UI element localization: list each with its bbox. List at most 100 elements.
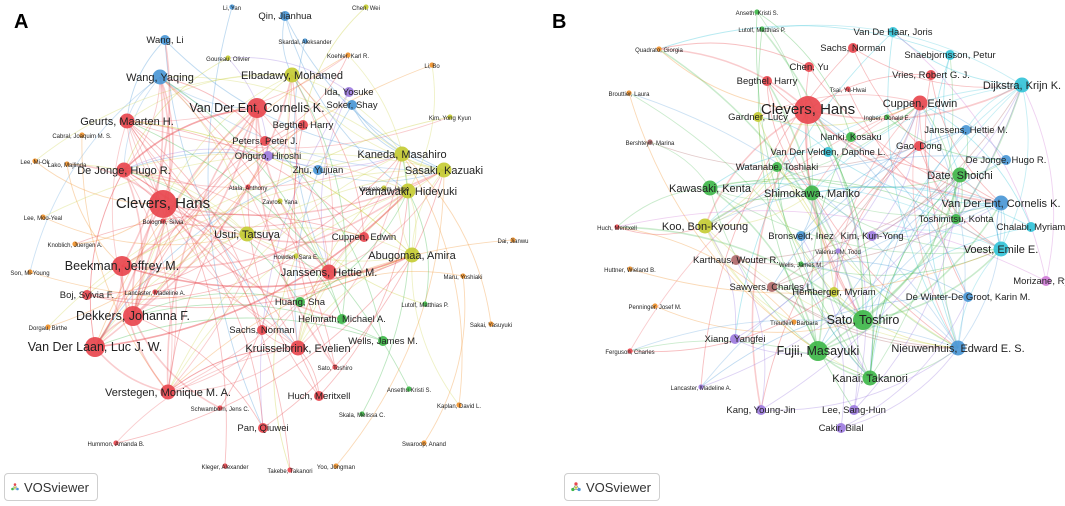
author-node[interactable] <box>961 125 971 135</box>
author-node[interactable] <box>257 325 267 335</box>
author-node[interactable] <box>753 112 763 122</box>
author-node[interactable] <box>290 340 306 356</box>
author-node[interactable] <box>112 256 132 276</box>
author-node[interactable] <box>149 190 177 218</box>
author-node[interactable] <box>731 255 741 265</box>
author-node[interactable] <box>853 310 873 330</box>
author-node[interactable] <box>456 402 462 408</box>
author-node[interactable] <box>884 114 890 120</box>
author-node[interactable] <box>337 314 347 324</box>
author-node[interactable] <box>862 370 878 386</box>
author-node[interactable] <box>963 292 973 302</box>
author-node[interactable] <box>298 120 308 130</box>
author-node[interactable] <box>845 86 851 92</box>
author-node[interactable] <box>1014 77 1030 93</box>
author-node[interactable] <box>798 261 804 267</box>
author-node[interactable] <box>263 151 273 161</box>
author-node[interactable] <box>160 35 170 45</box>
author-node[interactable] <box>222 463 228 469</box>
author-node[interactable] <box>754 9 760 15</box>
author-node[interactable] <box>730 334 740 344</box>
author-node[interactable] <box>950 340 966 356</box>
author-node[interactable] <box>400 183 416 199</box>
author-node[interactable] <box>82 290 92 300</box>
author-node[interactable] <box>804 185 820 201</box>
author-node[interactable] <box>614 224 620 230</box>
author-node[interactable] <box>40 214 46 220</box>
author-node[interactable] <box>152 69 168 85</box>
author-node[interactable] <box>302 38 308 44</box>
author-node[interactable] <box>32 158 38 164</box>
author-node[interactable] <box>295 297 305 307</box>
author-node[interactable] <box>378 336 388 346</box>
author-node[interactable] <box>72 241 78 247</box>
author-node[interactable] <box>759 26 765 32</box>
author-node[interactable] <box>260 136 270 146</box>
author-node[interactable] <box>293 253 299 259</box>
author-node[interactable] <box>359 411 365 417</box>
author-node[interactable] <box>652 303 658 309</box>
author-node[interactable] <box>160 218 166 224</box>
author-node[interactable] <box>460 273 466 279</box>
author-node[interactable] <box>344 87 354 97</box>
author-node[interactable] <box>756 405 766 415</box>
author-node[interactable] <box>119 113 135 129</box>
author-node[interactable] <box>627 266 633 272</box>
author-node[interactable] <box>647 139 653 145</box>
author-node[interactable] <box>488 321 494 327</box>
author-node[interactable] <box>1026 222 1036 232</box>
author-node[interactable] <box>284 67 300 83</box>
author-node[interactable] <box>381 185 387 191</box>
author-node[interactable] <box>846 132 856 142</box>
author-node[interactable] <box>277 198 283 204</box>
author-node[interactable] <box>794 96 822 124</box>
author-node[interactable] <box>421 440 427 446</box>
author-node[interactable] <box>280 11 290 21</box>
author-node[interactable] <box>993 195 1009 211</box>
author-node[interactable] <box>258 423 268 433</box>
author-node[interactable] <box>347 100 357 110</box>
author-node[interactable] <box>85 337 105 357</box>
author-node[interactable] <box>926 70 936 80</box>
author-node[interactable] <box>767 282 777 292</box>
author-node[interactable] <box>332 364 338 370</box>
author-node[interactable] <box>313 165 323 175</box>
author-node[interactable] <box>772 162 782 172</box>
author-node[interactable] <box>804 62 814 72</box>
author-node[interactable] <box>762 76 772 86</box>
author-node[interactable] <box>287 467 293 473</box>
author-node[interactable] <box>404 247 420 263</box>
author-node[interactable] <box>406 386 412 392</box>
author-node[interactable] <box>698 384 704 390</box>
author-node[interactable] <box>849 405 859 415</box>
author-node[interactable] <box>64 161 70 167</box>
author-node[interactable] <box>333 463 339 469</box>
author-node[interactable] <box>363 4 369 10</box>
author-node[interactable] <box>656 46 662 52</box>
author-node[interactable] <box>951 214 961 224</box>
author-node[interactable] <box>626 90 632 96</box>
author-node[interactable] <box>836 423 846 433</box>
author-node[interactable] <box>314 391 324 401</box>
author-node[interactable] <box>808 341 828 361</box>
author-node[interactable] <box>952 167 968 183</box>
author-node[interactable] <box>867 231 877 241</box>
author-node[interactable] <box>245 184 251 190</box>
author-node[interactable] <box>152 289 158 295</box>
author-node[interactable] <box>848 43 858 53</box>
author-node[interactable] <box>835 248 841 254</box>
author-node[interactable] <box>829 287 839 297</box>
author-node[interactable] <box>912 95 928 111</box>
author-node[interactable] <box>217 405 223 411</box>
author-node[interactable] <box>791 319 797 325</box>
author-node[interactable] <box>345 52 351 58</box>
author-node[interactable] <box>239 226 255 242</box>
author-node[interactable] <box>627 348 633 354</box>
author-node[interactable] <box>113 440 119 446</box>
author-node[interactable] <box>447 114 453 120</box>
author-node[interactable] <box>914 141 924 151</box>
author-node[interactable] <box>945 50 955 60</box>
author-node[interactable] <box>888 27 898 37</box>
author-node[interactable] <box>422 301 428 307</box>
author-node[interactable] <box>702 180 718 196</box>
